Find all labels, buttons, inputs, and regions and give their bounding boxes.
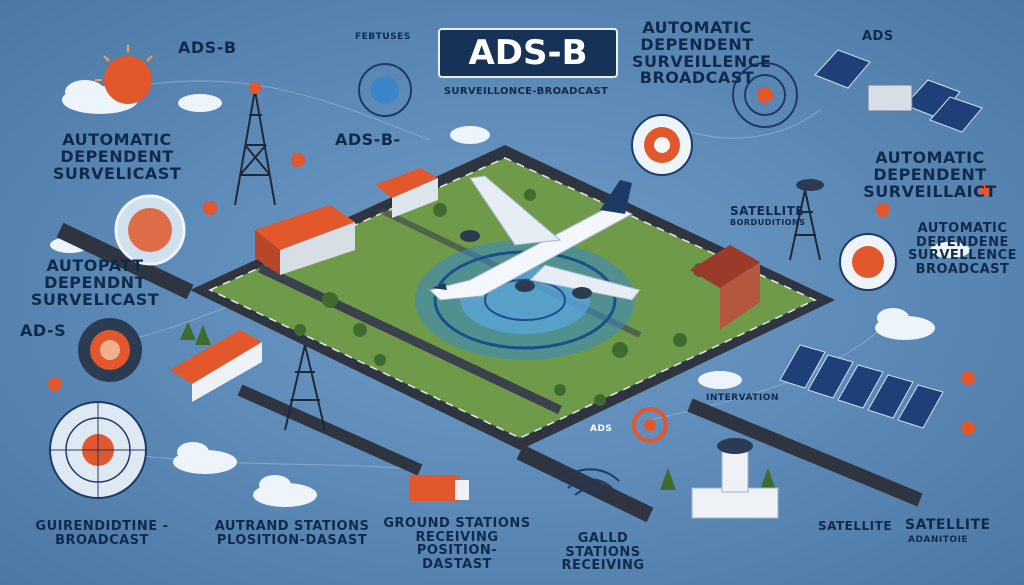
left-mid-label: AUTOPATT DEPENDNT SURVELICAST [30,256,160,309]
airplane-icon [429,175,641,301]
left-ads-label: AD-S [20,321,67,340]
trees [180,189,776,490]
satellite-body [867,84,913,112]
right-satellite-label: SATELLITE [730,204,805,218]
intervation-label: INTERVATION [706,393,779,403]
top-left-ads-label: ADS-B [178,38,237,57]
left-upper-label: AUTOMATIC DEPENDENT SURVELICAST [52,130,182,183]
bottom-satellite-label-1: SATELLITE [818,519,893,533]
buildings [170,168,779,519]
bottom-auto-label: AUTRAND STATIONS PLOSITION-DASAST [214,519,370,548]
right-upper-label: AUTOMATIC DEPENDENT SURVEILLAICT [863,148,997,201]
right-mid-label: AUTOMATIC DEPENDENE SURVELLENCE BROADCAS… [907,221,1018,277]
location-marker-icons [48,153,991,435]
bottom-satellite-label-2: SATELLITE [905,517,991,533]
bottom-ground-label: GROUND STATIONS RECEIVING POSITION-DASTA… [383,516,531,572]
sun-rays [95,45,153,81]
center-adsb-label: ADS-B- [335,130,401,149]
top-right-ads-label: ADS [862,29,894,44]
bottom-left-label: GUIRENDIDTINE -BROADCAST [35,519,169,548]
solar-panels [779,49,983,429]
page-title: ADS-B [438,28,618,78]
road-ads-label: ADS [590,424,613,434]
sun-icon [104,56,152,104]
page-subtitle: SURVEILLONCE-BROADCAST [443,86,609,97]
top-right-title: AUTOMATIC DEPENDENT SURVEILLENCE BROADCA… [632,18,772,88]
signal-wave-icon [560,468,620,496]
bottom-galld-label: GALLD STATIONS RECEIVING [561,531,645,574]
features-label: FEBTUSES [355,32,411,42]
right-satellite-sub-label: BORDUDITIONS [730,218,806,227]
bottom-satellite-sub-label: ADANITOIE [908,535,969,545]
tower-beacon-icon [249,82,261,94]
dish-icon [796,179,824,191]
radar-target-icons [49,62,897,499]
